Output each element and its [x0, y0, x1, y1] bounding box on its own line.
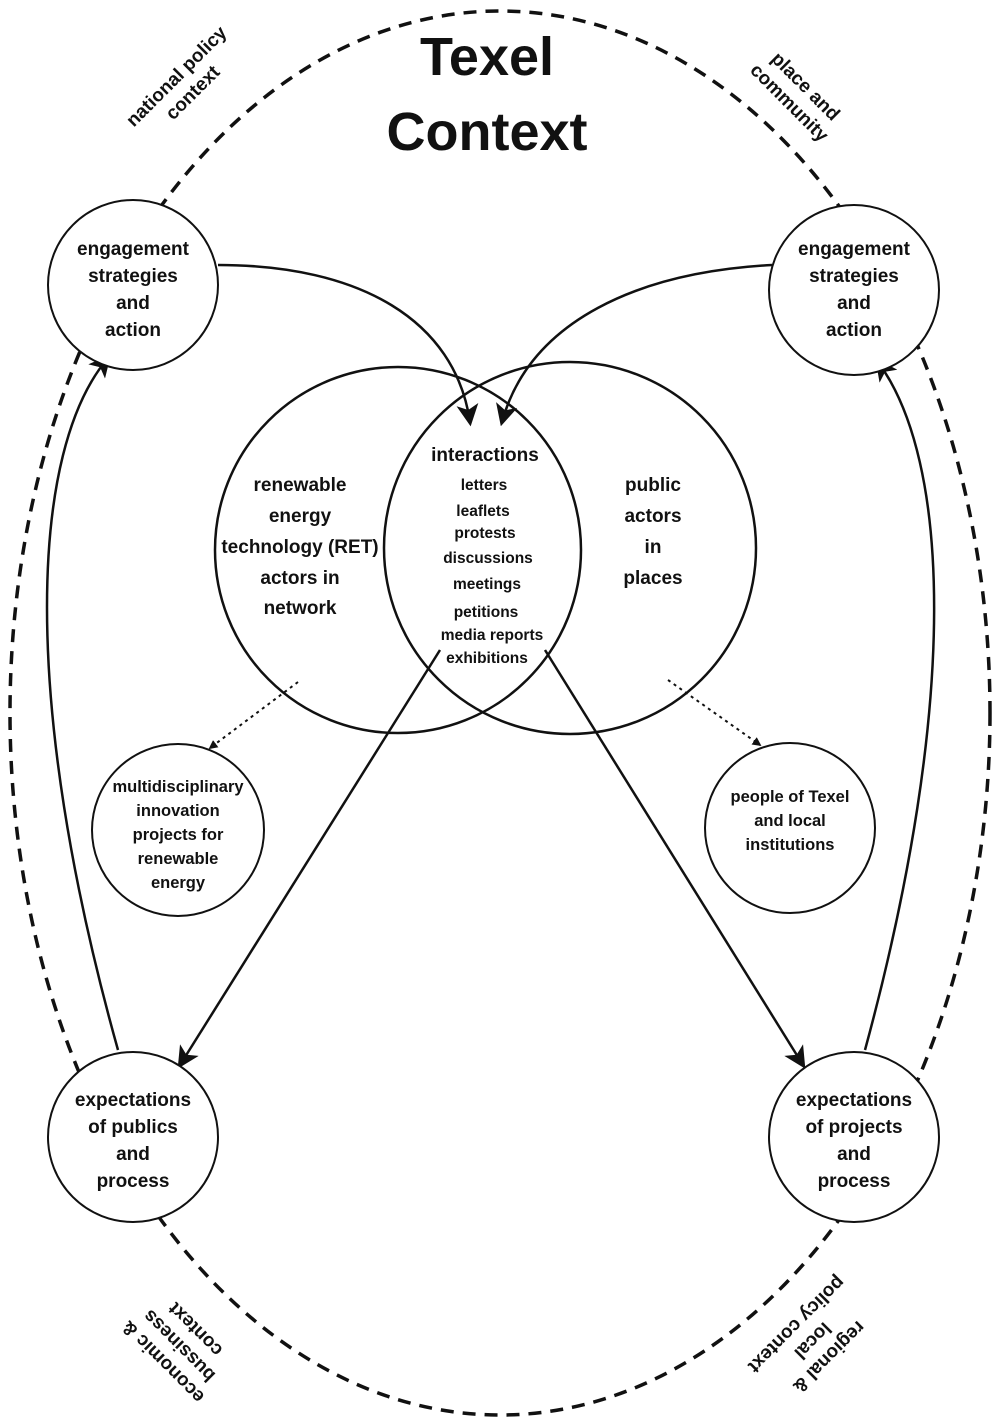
- svg-text:actors in: actors in: [260, 568, 339, 589]
- svg-text:institutions: institutions: [746, 836, 835, 854]
- node-multidisciplinary-projects: multidisciplinary innovation projects fo…: [91, 743, 265, 917]
- venn-ret-actors-label: renewable energy technology (RET) actors…: [221, 475, 378, 619]
- svg-text:and: and: [116, 1144, 150, 1165]
- svg-text:people of Texel: people of Texel: [731, 788, 850, 806]
- svg-text:protests: protests: [454, 525, 515, 542]
- svg-text:technology (RET): technology (RET): [221, 537, 378, 558]
- svg-text:network: network: [264, 598, 337, 619]
- node-engagement-left: engagement strategies and action: [47, 199, 219, 371]
- dotted-arrow-public-to-people-texel: [667, 679, 762, 747]
- svg-text:energy: energy: [269, 506, 332, 527]
- title-line-1: Texel: [420, 27, 554, 87]
- svg-text:actors: actors: [624, 506, 681, 527]
- arrow-engagement-right-to-interactions: [496, 263, 773, 427]
- svg-text:renewable: renewable: [138, 850, 219, 868]
- dotted-arrow-ret-to-multidisciplinary: [208, 681, 299, 750]
- venn-public-actors-label: public actors in places: [623, 475, 682, 589]
- svg-text:expectations: expectations: [75, 1090, 191, 1111]
- svg-text:and: and: [116, 293, 150, 314]
- svg-text:and local: and local: [754, 812, 826, 830]
- svg-text:process: process: [818, 1171, 891, 1192]
- title-line-2: Context: [387, 102, 588, 162]
- context-boundary: [8, 9, 992, 1417]
- svg-text:discussions: discussions: [443, 550, 533, 567]
- node-expectations-projects: expectations of projects and process: [768, 1051, 940, 1223]
- svg-text:renewable: renewable: [254, 475, 347, 496]
- svg-text:action: action: [826, 320, 882, 341]
- svg-text:strategies: strategies: [809, 266, 899, 287]
- svg-text:strategies: strategies: [88, 266, 178, 287]
- arrow-expectations-publics-to-engagement-left: [45, 354, 120, 1051]
- svg-text:exhibitions: exhibitions: [446, 650, 528, 667]
- context-label-economic-business: economic & bussiness context: [118, 1297, 228, 1407]
- context-label-place-community: place and community: [746, 48, 844, 146]
- svg-text:engagement: engagement: [77, 239, 190, 260]
- svg-text:public: public: [625, 475, 681, 496]
- arrow-interactions-to-expectations-projects: [543, 649, 806, 1069]
- svg-text:projects for: projects for: [133, 826, 224, 844]
- node-people-of-texel: people of Texel and local institutions: [704, 742, 876, 914]
- interactions-title: interactions: [431, 445, 539, 466]
- svg-text:in: in: [645, 537, 662, 558]
- svg-text:letters: letters: [461, 477, 508, 494]
- arrow-expectations-projects-to-engagement-right: [863, 358, 936, 1051]
- svg-text:and: and: [837, 293, 871, 314]
- arrow-interactions-to-expectations-publics: [177, 649, 442, 1069]
- venn-ret-actors-circle: [213, 365, 583, 735]
- venn-interactions-overlap: interactions letters leaflets protests d…: [431, 445, 543, 667]
- svg-text:process: process: [97, 1171, 170, 1192]
- svg-text:meetings: meetings: [453, 576, 521, 593]
- svg-text:energy: energy: [151, 874, 206, 892]
- node-engagement-right: engagement strategies and action: [768, 204, 940, 376]
- svg-text:media reports: media reports: [441, 627, 544, 644]
- svg-text:places: places: [623, 568, 682, 589]
- context-label-regional-local-policy: regional & local policy context: [743, 1271, 869, 1397]
- svg-text:multidisciplinary: multidisciplinary: [112, 778, 244, 796]
- svg-text:of publics: of publics: [88, 1117, 178, 1138]
- svg-text:petitions: petitions: [454, 604, 519, 621]
- svg-text:expectations: expectations: [796, 1090, 912, 1111]
- venn-public-actors-circle: [382, 360, 758, 736]
- svg-text:leaflets: leaflets: [456, 503, 509, 520]
- svg-text:engagement: engagement: [798, 239, 911, 260]
- svg-text:action: action: [105, 320, 161, 341]
- svg-text:innovation: innovation: [136, 802, 219, 820]
- context-label-national-policy: national policy context: [122, 22, 231, 131]
- svg-text:of projects: of projects: [805, 1117, 902, 1138]
- arrow-engagement-left-to-interactions: [217, 263, 479, 427]
- node-expectations-publics: expectations of publics and process: [47, 1051, 219, 1223]
- svg-text:and: and: [837, 1144, 871, 1165]
